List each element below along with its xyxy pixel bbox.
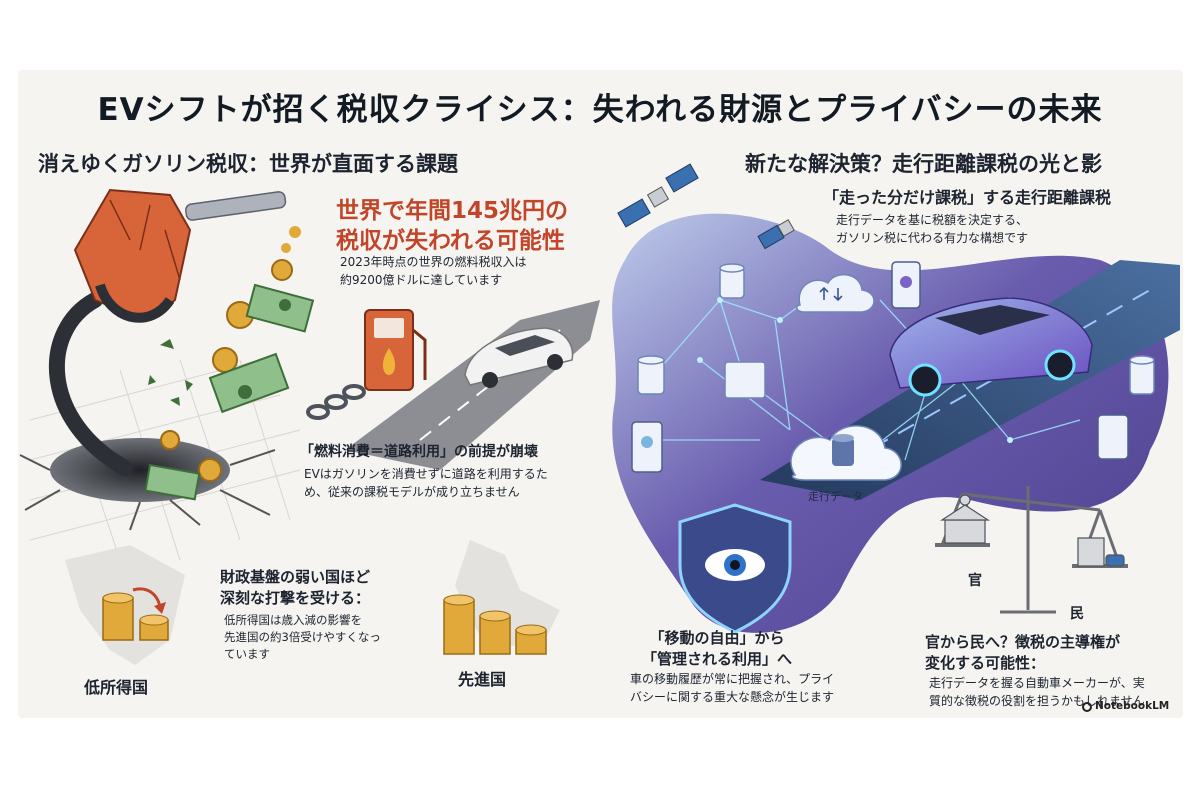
distance-tax-title: 「走った分だけ課税」する走行距離課税 — [823, 188, 1112, 207]
freedom-to-control-description: 車の移動履歴が常に把握され、プライ バシーに関する重大な懸念が生じます — [630, 672, 835, 704]
cloud-icon — [796, 274, 875, 313]
banknote-icon — [144, 283, 315, 501]
weak-finance-description: 低所得国は歳入減の影響を 先進国の約3倍受けやすくなっ ています — [224, 613, 381, 661]
freedom-to-control-title: 「移動の自由」から 「管理される利用」へ — [642, 629, 793, 668]
gas-pump-icon — [364, 309, 427, 391]
car-icon — [464, 327, 574, 388]
coin-stack-developed — [443, 594, 547, 655]
central-cloud-icon — [790, 425, 902, 481]
tablet-icon — [631, 414, 1129, 473]
coin-icon — [160, 226, 301, 482]
tax-power-shift-description: 走行データを握る自動車メーカーが、実 質的な徴税の役割を担うかもしれません — [929, 676, 1145, 708]
left-section-heading: 消えゆくガソリン税収：世界が直面する課題 — [38, 152, 458, 176]
fuel-nozzle-icon — [73, 188, 287, 323]
chain-icon — [306, 384, 366, 420]
label-government: 官 — [968, 573, 982, 589]
satellite-icon — [617, 163, 795, 250]
brand-label: NotebookLM — [1095, 700, 1170, 712]
tax-loss-headline: 世界で年間145兆円の 税収が失われる可能性 — [336, 198, 569, 254]
government-building-icon — [939, 494, 991, 544]
main-title: EVシフトが招く税収クライシス：失われる財源とプライバシーの未来 — [97, 92, 1103, 128]
tax-power-shift-title: 官から民へ？徴税の主導権が 変化する可能性： — [925, 633, 1121, 672]
database-icon — [637, 263, 1155, 399]
factory-icon — [1077, 537, 1125, 567]
distance-tax-description: 走行データを基に税額を決定する、 ガソリン税に代わる有力な構想です — [836, 213, 1029, 245]
right-section-heading: 新たな解決策？走行距離課税の光と影 — [745, 152, 1102, 176]
label-developed-countries: 先進国 — [458, 670, 507, 689]
label-private: 民 — [1070, 606, 1084, 622]
premise-collapse-title: 「燃料消費＝道路利用」の前提が崩壊 — [300, 444, 538, 460]
fuel-hose — [48, 292, 133, 476]
tax-loss-subtext: 2023年時点の世界の燃料税収入は 約9200億ドルに達しています — [340, 255, 527, 287]
shield-eye-icon — [678, 503, 792, 634]
premise-collapse-description: EVはガソリンを消費せずに道路を利用するた め、従来の課税モデルが成り立ちません — [304, 467, 548, 499]
debris — [148, 339, 193, 406]
label-low-income-countries: 低所得国 — [84, 678, 149, 697]
car-icon-ev — [889, 297, 1093, 397]
driving-data-label: 走行データ — [808, 490, 863, 503]
notebooklm-logo-icon — [1082, 702, 1092, 712]
weak-finance-title: 財政基盤の弱い国ほど 深刻な打撃を受ける： — [220, 568, 371, 607]
smartphone-icon — [891, 261, 921, 309]
coin-stack-low — [102, 587, 169, 641]
